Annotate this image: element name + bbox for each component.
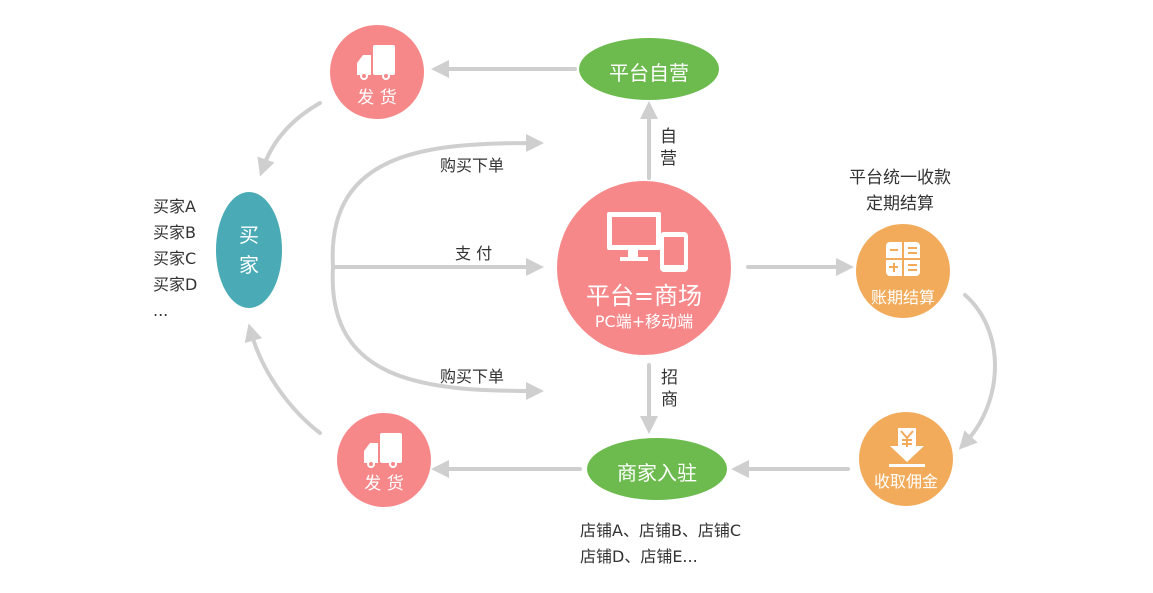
edge-label-pay: 支 付 [455,244,493,263]
commission-label: 收取佣金 [873,472,938,491]
buyer-node [216,192,282,308]
arrow-delivery-to-buyer-bottom [244,323,322,435]
platform-title: 平台=商场 [585,282,703,310]
settlement-note: 平台统一收款 定期结算 [825,165,975,217]
list-item: 买家A [153,197,196,216]
settlement-label: 账期结算 [870,288,935,307]
edge-label-buy-order-bottom: 购买下单 [440,367,505,386]
list-item: 买家D [153,275,198,294]
delivery-top-label: 发 货 [357,88,397,108]
delivery-bottom-label: 发 货 [364,474,404,494]
yuan-download-icon [889,428,925,467]
buyers-list: 买家A 买家B 买家C 买家D ... [153,194,197,324]
delivery-truck-icon [357,45,395,80]
platform-node [557,181,731,355]
merchant-join-label: 商家入驻 [617,461,697,485]
calculator-icon [886,242,920,276]
list-item: 店铺D、店铺E... [580,547,698,566]
merchant-join-node [587,438,727,500]
buyer-label: 买家 [239,223,259,277]
list-item: 店铺A、店铺B、店铺C [580,521,742,540]
edge-label-invite-merchants: 招商 [661,368,678,410]
arrow-settlement-to-commission [958,293,997,450]
edge-label-buy-order-top: 购买下单 [440,156,505,175]
arrow-buy-order-bottom [330,265,544,400]
list-item: 买家C [153,249,197,268]
stores-list: 店铺A、店铺B、店铺C 店铺D、店铺E... [580,518,741,570]
arrow-buy-order-top [330,134,544,269]
platform-subtitle: PC端+移动端 [594,312,694,331]
delivery-truck-icon [364,433,402,468]
list-item: ... [153,301,169,320]
list-item: 买家B [153,223,196,242]
self-operated-label: 平台自营 [609,61,689,85]
self-operated-node [579,38,719,100]
computer-and-phone-icon [607,212,688,272]
arrow-delivery-to-buyer [257,101,322,177]
settlement-note-line-2: 定期结算 [866,194,934,214]
edge-label-self-operated: 自营 [660,127,677,169]
settlement-note-line-1: 平台统一收款 [849,168,951,188]
